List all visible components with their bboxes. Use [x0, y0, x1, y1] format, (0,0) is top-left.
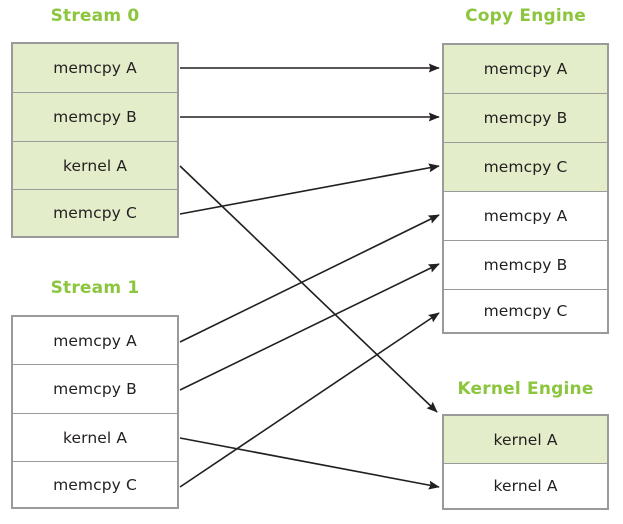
- stream1-item-row-4: memcpy C: [13, 462, 177, 507]
- copy-engine-item-row-6-label: memcpy C: [483, 302, 568, 320]
- stream1-queue: memcpy A memcpy B kernel A memcpy C: [11, 315, 179, 509]
- stream0-title: Stream 0: [50, 6, 140, 26]
- arrow-s0-memcpy-c-to-ce3: [179, 163, 440, 215]
- kernel-engine-item-row-1-label: kernel A: [493, 430, 558, 449]
- arrow-s0-kernel-a-to-ke1: [179, 165, 438, 413]
- kernel-engine-item-row-2: kernel A: [444, 464, 607, 508]
- stream0-item-row-1: memcpy A: [13, 44, 177, 93]
- copy-engine-item-row-4-label: memcpy A: [483, 207, 568, 225]
- arrow-s1-memcpy-a-to-ce4: [179, 214, 440, 343]
- stream0-queue: memcpy A memcpy B kernel A memcpy C: [11, 42, 179, 238]
- arrow-s1-memcpy-b-to-ce5: [179, 263, 440, 391]
- copy-engine-title: Copy Engine: [465, 6, 586, 26]
- copy-engine-item-row-3: memcpy C: [444, 143, 607, 192]
- stream0-item-row-1-label: memcpy A: [53, 59, 137, 77]
- stream0-item-row-3: kernel A: [13, 142, 177, 190]
- kernel-engine-queue: kernel A kernel A: [442, 414, 609, 510]
- copy-engine-item-row-1: memcpy A: [444, 45, 607, 94]
- stream0-item-row-4-label: memcpy C: [53, 204, 137, 222]
- stream0-item-row-3-label: kernel A: [62, 156, 128, 175]
- stream1-item-row-4-label: memcpy C: [53, 475, 137, 494]
- arrow-s1-memcpy-c-to-ce6: [179, 312, 440, 488]
- copy-engine-item-row-1-label: memcpy A: [483, 60, 568, 78]
- arrow-s1-kernel-a-to-ke2: [179, 437, 440, 490]
- stream1-item-row-2: memcpy B: [13, 365, 177, 414]
- copy-engine-item-row-5: memcpy B: [444, 241, 607, 290]
- copy-engine-item-row-4: memcpy A: [444, 192, 607, 241]
- stream1-item-row-2-label: memcpy B: [53, 380, 137, 398]
- stream1-title: Stream 1: [50, 278, 140, 298]
- copy-engine-item-row-2: memcpy B: [444, 94, 607, 143]
- stream0-item-row-2-label: memcpy B: [53, 108, 137, 126]
- stream1-item-row-1: memcpy A: [13, 317, 177, 365]
- kernel-engine-item-row-2-label: kernel A: [493, 477, 558, 495]
- kernel-engine-title: Kernel Engine: [457, 379, 594, 399]
- stream0-item-row-4: memcpy C: [13, 190, 177, 236]
- kernel-engine-item-row-1: kernel A: [444, 416, 607, 464]
- copy-engine-item-row-5-label: memcpy B: [483, 256, 568, 274]
- stream1-item-row-3: kernel A: [13, 414, 177, 462]
- stream1-item-row-1-label: memcpy A: [53, 331, 137, 350]
- copy-engine-item-row-2-label: memcpy B: [483, 109, 568, 127]
- stream1-item-row-3-label: kernel A: [62, 428, 128, 447]
- stream0-item-row-2: memcpy B: [13, 93, 177, 142]
- copy-engine-queue: memcpy A memcpy B memcpy C memcpy A memcpy B…: [442, 43, 609, 334]
- copy-engine-item-row-3-label: memcpy C: [483, 158, 568, 176]
- copy-engine-item-row-6: memcpy C: [444, 290, 607, 332]
